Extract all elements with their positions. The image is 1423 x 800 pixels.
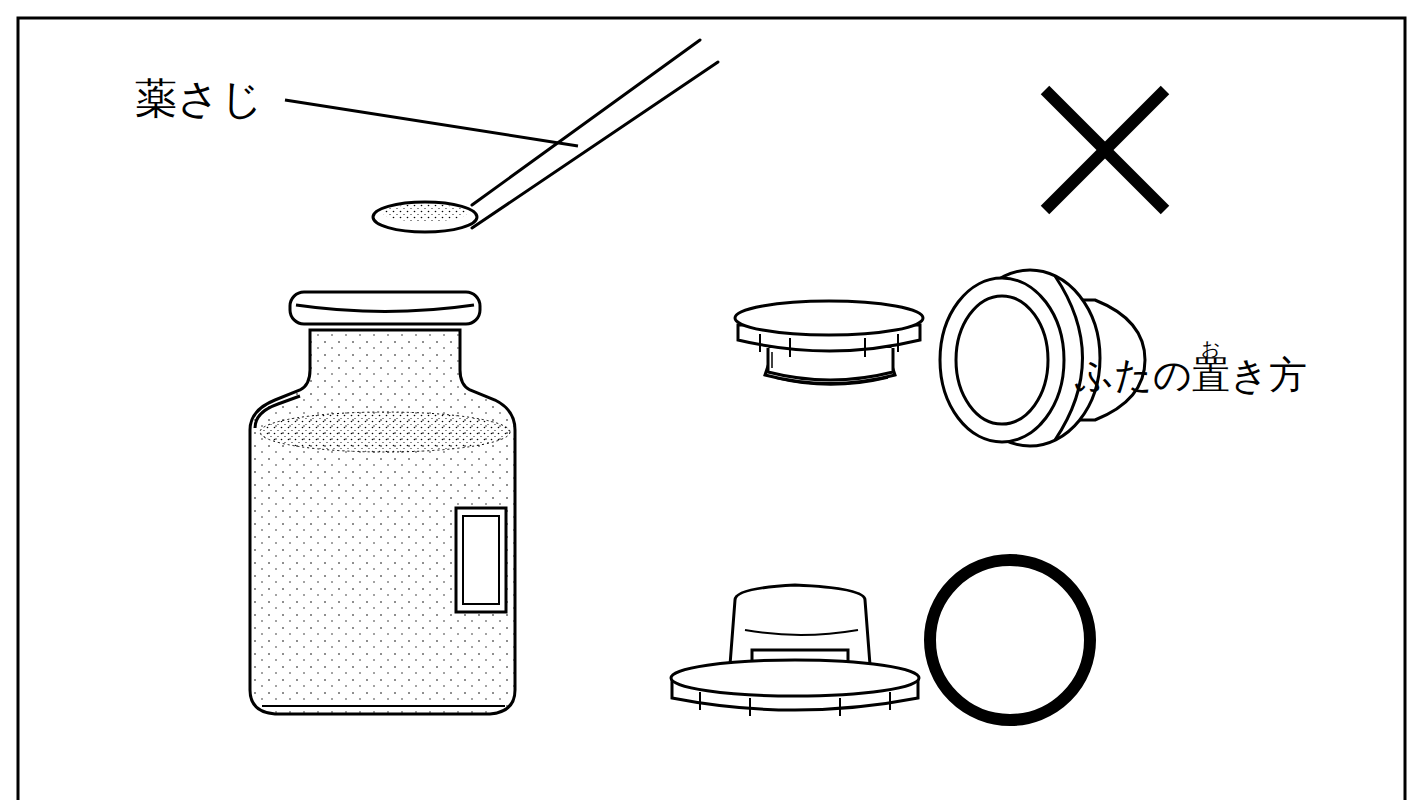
stopper-wrong bbox=[735, 301, 923, 385]
caption-label: ふたの置き方 bbox=[1075, 356, 1307, 394]
stopper-correct bbox=[671, 585, 919, 716]
frame bbox=[18, 18, 1405, 800]
circle-mark bbox=[930, 560, 1090, 720]
furigana: お bbox=[1201, 339, 1220, 358]
part-label: 薬さじ bbox=[135, 78, 263, 120]
reagent-jar bbox=[250, 292, 515, 714]
leader-line bbox=[285, 100, 578, 146]
cross-mark bbox=[1045, 90, 1165, 210]
spatula bbox=[373, 40, 718, 232]
